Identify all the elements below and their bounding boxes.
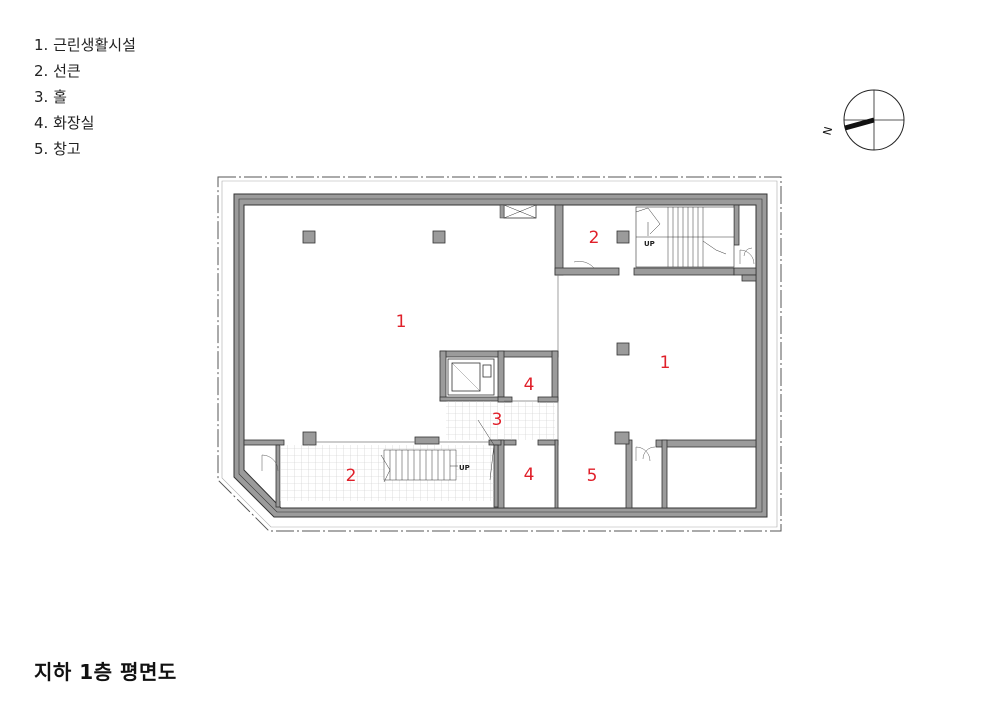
stair-up-label-bottom: UP (459, 464, 470, 472)
legend-item-4: 4. 화장실 (34, 114, 95, 132)
room-labels: 1 1 2 2 3 4 4 5 (346, 228, 671, 486)
legend-item-3: 3. 홀 (34, 88, 67, 106)
stair-up-label-top: UP (644, 240, 655, 248)
legend-item-5: 5. 창고 (34, 140, 81, 158)
outer-wall (233, 193, 768, 518)
compass-north-letter: N (821, 125, 836, 136)
stair-labels: UP UP (459, 240, 655, 472)
room-label-4-bottom: 4 (524, 465, 535, 485)
room-label-2-top: 2 (589, 228, 600, 248)
shaft (499, 204, 537, 219)
columns (302, 230, 630, 356)
legend-item-2: 2. 선큰 (34, 62, 81, 80)
interior-walls (243, 204, 757, 509)
stair-top (635, 206, 735, 268)
site-boundary (217, 176, 782, 532)
elevator (447, 358, 495, 396)
room-label-3: 3 (492, 410, 503, 430)
room-label-5: 5 (587, 466, 598, 486)
room-label-2-bottom: 2 (346, 466, 357, 486)
stair-bottom (380, 419, 495, 483)
partition-lines (316, 275, 559, 443)
page-title: 지하 1층 평면도 (34, 660, 177, 684)
compass-icon: N (821, 89, 905, 151)
doors (261, 247, 755, 472)
legend-item-1: 1. 근린생활시설 (34, 36, 136, 54)
room-label-1-west: 1 (396, 312, 407, 332)
room-label-1-east: 1 (660, 353, 671, 373)
legend: 1. 근린생활시설 2. 선큰 3. 홀 4. 화장실 5. 창고 (34, 32, 136, 162)
room-label-4-top: 4 (524, 375, 535, 395)
